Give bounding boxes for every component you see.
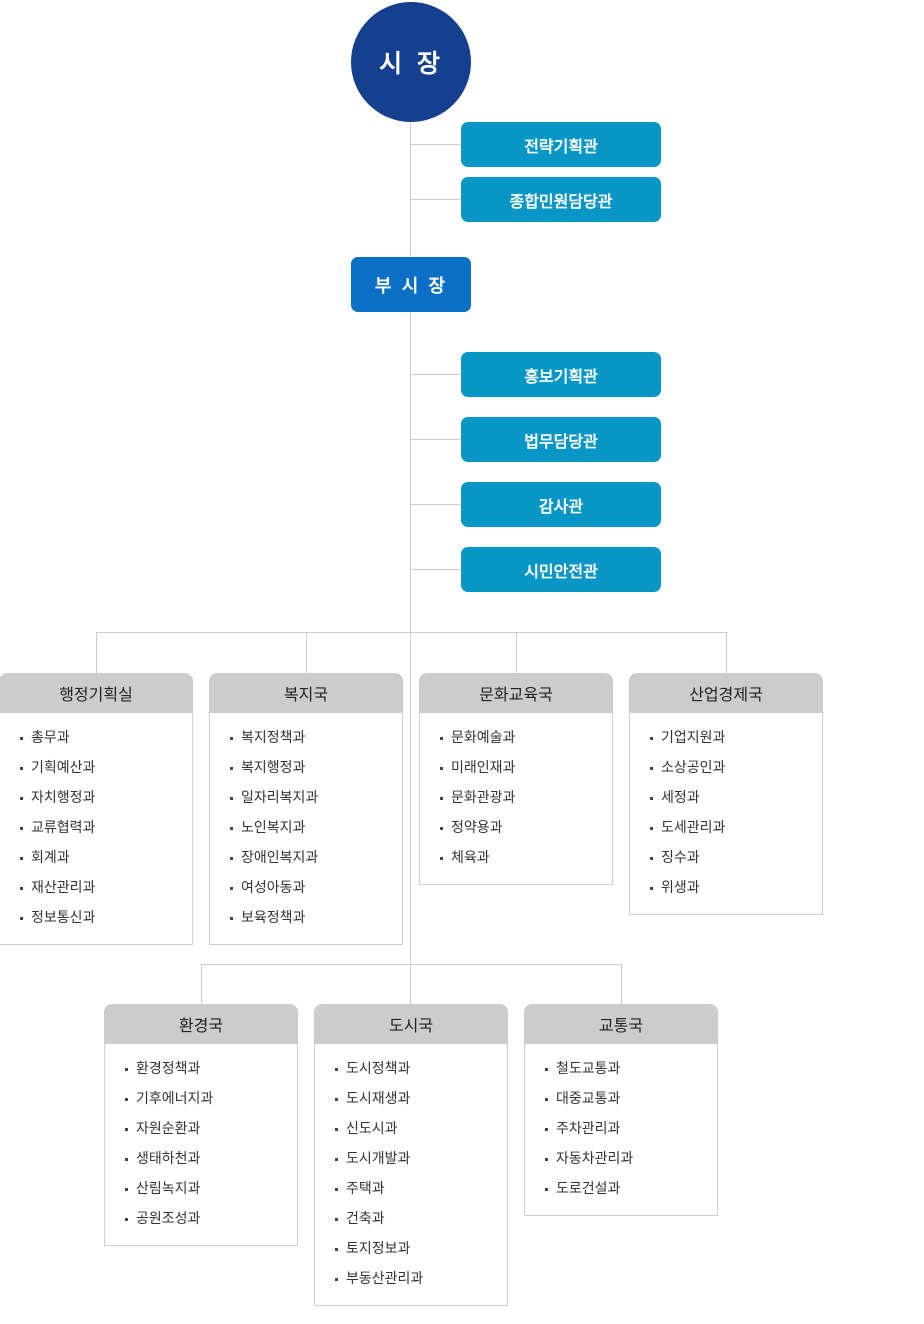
office-branch-line <box>411 439 461 440</box>
department-item: 총무과 <box>0 728 192 758</box>
department-item: 정보통신과 <box>0 908 192 938</box>
department-item: 도로건설과 <box>525 1179 717 1209</box>
department-item: 교류협력과 <box>0 818 192 848</box>
row2-horizontal-line <box>201 964 622 965</box>
department-item: 도시재생과 <box>315 1089 507 1119</box>
row1-drop-line <box>306 632 307 673</box>
department-item: 기후에너지과 <box>105 1089 297 1119</box>
bureau-title: 산업경제국 <box>629 673 823 713</box>
department-item: 일자리복지과 <box>210 788 402 818</box>
main-trunk-line <box>410 122 411 964</box>
department-item: 복지행정과 <box>210 758 402 788</box>
department-item: 정약용과 <box>420 818 612 848</box>
department-item: 자동차관리과 <box>525 1149 717 1179</box>
department-item: 체육과 <box>420 848 612 878</box>
office-strategy-planning: 전략기획관 <box>461 122 661 167</box>
department-item: 토지정보과 <box>315 1239 507 1269</box>
department-item: 자치행정과 <box>0 788 192 818</box>
bureau-title: 문화교육국 <box>419 673 613 713</box>
department-item: 징수과 <box>630 848 822 878</box>
department-item: 도시개발과 <box>315 1149 507 1179</box>
department-item: 철도교통과 <box>525 1059 717 1089</box>
department-item: 기획예산과 <box>0 758 192 788</box>
office-branch-line <box>411 144 461 145</box>
department-item: 보육정책과 <box>210 908 402 938</box>
bureau-title: 환경국 <box>104 1004 298 1044</box>
department-item: 공원조성과 <box>105 1209 297 1239</box>
department-item: 대중교통과 <box>525 1089 717 1119</box>
department-item: 문화관광과 <box>420 788 612 818</box>
department-item: 회계과 <box>0 848 192 878</box>
office-branch-line <box>411 569 461 570</box>
mayor-node: 시 장 <box>351 2 471 122</box>
office-branch-line <box>411 374 461 375</box>
department-item: 장애인복지과 <box>210 848 402 878</box>
department-item: 주차관리과 <box>525 1119 717 1149</box>
row1-drop-line <box>726 632 727 673</box>
department-item: 세정과 <box>630 788 822 818</box>
department-item: 미래인재과 <box>420 758 612 788</box>
row2-drop-line <box>201 964 202 1004</box>
department-item: 소상공인과 <box>630 758 822 788</box>
office-legal-affairs: 법무담당관 <box>461 417 661 462</box>
department-item: 문화예술과 <box>420 728 612 758</box>
department-item: 여성아동과 <box>210 878 402 908</box>
row2-drop-line <box>410 964 411 1004</box>
bureau-title: 복지국 <box>209 673 403 713</box>
department-item: 도세관리과 <box>630 818 822 848</box>
department-item: 기업지원과 <box>630 728 822 758</box>
row1-drop-line <box>516 632 517 673</box>
office-branch-line <box>411 199 461 200</box>
bureau-title: 행정기획실 <box>0 673 193 713</box>
row1-horizontal-line <box>96 632 727 633</box>
row1-drop-line <box>96 632 97 673</box>
office-branch-line <box>411 504 461 505</box>
office-audit: 감사관 <box>461 482 661 527</box>
department-item: 재산관리과 <box>0 878 192 908</box>
bureau-title: 도시국 <box>314 1004 508 1044</box>
department-item: 자원순환과 <box>105 1119 297 1149</box>
department-item: 신도시과 <box>315 1119 507 1149</box>
office-civil-affairs: 종합민원담당관 <box>461 177 661 222</box>
department-item: 복지정책과 <box>210 728 402 758</box>
department-item: 환경정책과 <box>105 1059 297 1089</box>
office-pr-planning: 홍보기획관 <box>461 352 661 397</box>
department-item: 부동산관리과 <box>315 1269 507 1299</box>
department-item: 위생과 <box>630 878 822 908</box>
department-item: 생태하천과 <box>105 1149 297 1179</box>
bureau-title: 교통국 <box>524 1004 718 1044</box>
vice-mayor-node: 부 시 장 <box>351 257 471 312</box>
department-item: 노인복지과 <box>210 818 402 848</box>
department-item: 도시정책과 <box>315 1059 507 1089</box>
department-item: 건축과 <box>315 1209 507 1239</box>
office-citizen-safety: 시민안전관 <box>461 547 661 592</box>
row2-drop-line <box>621 964 622 1004</box>
department-item: 주택과 <box>315 1179 507 1209</box>
department-item: 산림녹지과 <box>105 1179 297 1209</box>
